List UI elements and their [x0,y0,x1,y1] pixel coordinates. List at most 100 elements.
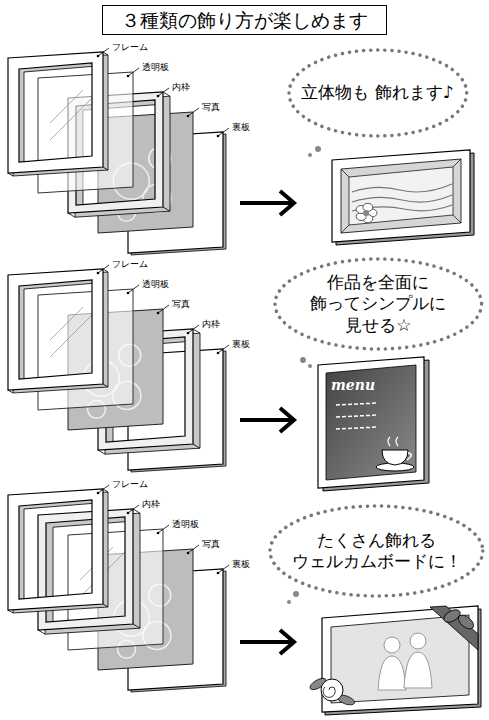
frame-edge [103,52,108,55]
bubble-tail-dot [308,364,312,368]
frame-edge [68,213,75,217]
leader-dot [127,75,130,78]
clear-panel [38,72,133,193]
box-well [341,159,461,233]
leader-line [188,108,199,116]
leader-dot [187,115,190,118]
box-back [349,167,453,225]
steam [396,437,398,446]
wave-line [352,195,452,202]
frame-edge [103,604,108,607]
ribbon [430,606,478,650]
menu-panel [326,365,416,480]
bubble-tail-dot [300,357,306,363]
part-label: 内枠 [141,499,161,510]
wave-line [352,184,452,192]
menu-text: menu [330,377,376,393]
box-frame [332,150,470,242]
board-frame [322,606,478,712]
bubble-tail-dot [287,600,291,604]
person-head [410,633,426,649]
leader-dot [127,292,130,295]
board-panel [331,615,469,703]
frame-edge [103,489,108,492]
leader-dot [157,532,160,535]
part-label: 写真 [171,299,191,310]
leader-line [128,285,139,293]
leader-line [128,68,139,76]
frame [8,269,103,390]
arrow-shaft [240,418,292,422]
frame-edge [133,509,140,513]
frame-edge [103,269,108,272]
board-frame [318,357,424,488]
title-text: ３種類の飾り方が楽しめます [121,9,368,31]
bubble-tail-dot [293,591,299,597]
part-label: 透明板 [171,519,200,530]
part-label: 裏板 [231,559,251,570]
bubble-text: 立体物も 飾れます♪ [301,82,453,103]
frame [8,52,103,173]
arrow-shaft [240,640,292,644]
inner-frame [38,509,133,630]
arrow-shaft [240,201,292,205]
leader-dot [217,352,220,355]
bubble-ellipse [289,50,467,136]
clear-panel [38,289,133,410]
board-depth [323,360,429,491]
leader-line [158,88,169,96]
leader-line [218,128,229,136]
leader-dot [157,95,160,98]
shadow-box-result [332,150,474,245]
part-label: 裏板 [231,339,251,350]
part-label: 内枠 [201,319,221,330]
person-body [378,656,406,690]
flower-petal [363,203,373,211]
speech-bubble: たくさん飾れる ウェルカムボードに！ [266,502,487,600]
part-label: 写真 [201,539,221,550]
frame [8,489,103,610]
leader-dot [217,135,220,138]
menu-item-line [336,415,378,417]
box-bevel [341,225,349,233]
frame-edge [103,384,108,387]
part-label: 裏板 [231,122,251,133]
bubble-ellipse [275,259,482,349]
welcome-board-result [308,606,481,715]
leader-dot [127,512,130,515]
cup-handle [407,453,411,460]
box-bevel [453,159,461,167]
bubble-ellipse [270,506,483,596]
arrow-head [280,408,294,432]
leader-line [98,485,109,493]
arrow [240,408,294,432]
person-body [404,652,432,688]
leader-dot [97,272,100,275]
menu-board-result [318,357,429,491]
part-label: フレーム [111,42,149,53]
bubble-text: たくさん飾れる ウェルカムボードに！ [286,530,467,573]
leader-dot [97,492,100,495]
bubble-text: 作品を全面に 飾ってシンプルに 見せる☆ [291,272,467,336]
leader-dot [187,552,190,555]
bubble-tail-dot [308,153,312,157]
part-label: 写真 [201,102,221,113]
flower-center [363,210,369,216]
leader-line [158,305,169,313]
leader-line [128,505,139,513]
frame-edge [163,207,170,211]
part-label: フレーム [111,259,149,270]
leader-dot [217,572,220,575]
leader-dot [157,312,160,315]
part-label: フレーム [111,479,149,490]
frame-edge [133,624,140,628]
arrow [240,630,294,654]
part-label: 内枠 [171,82,191,93]
leader-line [98,265,109,273]
frame-edge [103,167,108,170]
person-head [384,637,400,653]
speech-bubble: 立体物も 飾れます♪ [285,46,471,140]
leader-dot [187,332,190,335]
part-label: 透明板 [141,279,170,290]
